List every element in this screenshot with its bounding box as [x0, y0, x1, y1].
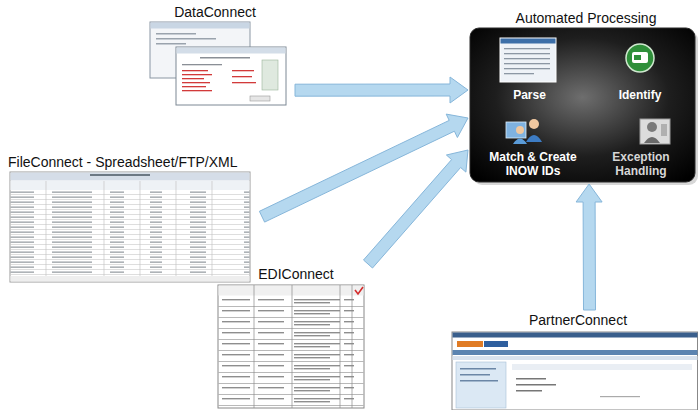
match-icon — [506, 119, 542, 144]
spreadsheet-screenshot-part — [10, 172, 250, 282]
identify-icon-part — [626, 44, 654, 72]
partner-portal-screenshot-part — [512, 364, 692, 370]
partner-portal-screenshot-part — [453, 356, 698, 360]
spreadsheet-screenshot-part — [46, 181, 212, 276]
heading-label: FileConnect - Spreadsheet/FTP/XML — [4, 152, 262, 170]
exception-icon-part — [661, 124, 667, 136]
parse-icon-part — [501, 39, 556, 44]
flow-arrow — [576, 184, 602, 310]
spreadsheet-screenshot-part — [11, 173, 250, 181]
dataconnect-screenshot-part — [151, 23, 250, 29]
processing-panel-shape — [470, 28, 698, 185]
parse-icon-part — [504, 48, 550, 49]
heading-label: EDIConnect — [216, 264, 376, 282]
edi-document-part — [254, 285, 352, 408]
dataconnect-screenshot-part — [182, 78, 204, 79]
partner-portal-screenshot-part — [460, 380, 498, 382]
partner-portal-screenshot-part — [484, 341, 508, 347]
exception-icon-part — [647, 122, 657, 132]
spreadsheet-screenshot — [10, 172, 250, 282]
dataconnect-screenshot-part — [250, 96, 270, 101]
identify-icon-part — [634, 55, 641, 60]
dataconnect-screenshot-part — [176, 47, 286, 105]
partner-portal-screenshot-part — [460, 368, 496, 370]
edi-document-part — [219, 296, 364, 408]
flow-arrow — [259, 114, 468, 222]
source-screenshot: EDIConnect — [216, 264, 376, 408]
parse-icon-part — [504, 73, 534, 74]
edi-document-part — [355, 287, 363, 294]
parse-icon — [500, 38, 556, 82]
dataconnect-screenshot-part — [262, 60, 278, 90]
heading-label: DataConnect — [135, 2, 295, 20]
step-label: Exception Handling — [593, 150, 689, 178]
source-screenshot: PartnerConnect — [450, 310, 698, 410]
exception-icon-part — [644, 137, 660, 143]
partner-portal-screenshot — [452, 332, 698, 410]
dataconnect-screenshot-part — [182, 70, 208, 71]
partner-portal-screenshot-part — [452, 332, 698, 410]
exception-icon — [640, 119, 670, 144]
step-label: Match & Create INOW IDs — [479, 150, 587, 178]
dataconnect-screenshot-part — [177, 48, 286, 54]
step-label: Parse — [513, 88, 546, 102]
step-label: Identify — [619, 88, 662, 102]
exception-icon-part — [640, 119, 670, 144]
partner-portal-screenshot-part — [453, 350, 698, 355]
partner-portal-screenshot-part — [516, 378, 546, 380]
dataconnect-screenshot-part — [200, 57, 250, 59]
match-icon-part — [529, 119, 539, 129]
match-icon-part — [513, 139, 527, 145]
dataconnect-screenshot-part — [156, 43, 186, 45]
dataconnect-screenshot-part — [182, 74, 212, 75]
processing-step: Exception Handling — [590, 116, 692, 182]
processing-panel-shape-part — [470, 28, 695, 182]
source-screenshot: FileConnect - Spreadsheet/FTP/XML — [4, 152, 262, 284]
dataconnect-screenshot-part — [156, 38, 216, 40]
parse-icon-part — [504, 58, 550, 59]
parse-icon-part — [504, 68, 550, 69]
dataconnect-screenshot-part — [232, 82, 256, 83]
flow-arrow — [364, 150, 469, 268]
identify-icon-part — [632, 52, 648, 63]
match-icon-part — [516, 126, 524, 134]
identify-icon — [626, 44, 654, 72]
dataconnect-screenshot-part — [232, 76, 252, 77]
heading-label: Automated Processing — [468, 8, 698, 26]
partner-portal-screenshot-part — [456, 362, 506, 408]
heading-label: PartnerConnect — [450, 310, 698, 328]
dataconnect-screenshot-part — [232, 70, 254, 71]
partner-portal-screenshot-part — [516, 384, 556, 386]
parse-icon-part — [504, 53, 550, 54]
edi-document-part — [218, 285, 364, 408]
processing-step: Match & Create INOW IDs — [476, 116, 590, 182]
processing-step: Identify — [590, 34, 690, 106]
processing-panel: Automated ProcessingParse IdentifyMatch &… — [468, 8, 698, 184]
flow-arrow — [295, 77, 468, 103]
partner-portal-screenshot-part — [457, 341, 483, 347]
match-icon-part — [526, 135, 542, 142]
partner-portal-screenshot-part — [516, 390, 542, 392]
dataconnect-screenshot-part — [182, 64, 222, 65]
processing-step: Parse — [482, 34, 577, 106]
edi-document-part — [219, 286, 364, 296]
source-screenshot: DataConnect — [135, 2, 295, 107]
dataconnect-screenshot-part — [182, 90, 212, 91]
parse-icon-part — [500, 38, 556, 82]
partner-portal-screenshot-part — [600, 396, 640, 397]
dataconnect-screenshot-part — [182, 86, 206, 87]
match-icon-part — [506, 122, 526, 138]
parse-icon-part — [504, 63, 550, 64]
dataconnect-screenshot-part — [182, 82, 210, 83]
partner-portal-screenshot-part — [453, 333, 698, 338]
spreadsheet-screenshot-part — [90, 174, 150, 176]
partner-portal-screenshot-part — [460, 374, 490, 376]
spreadsheet-screenshot-part — [11, 276, 250, 282]
dataconnect-screenshot — [150, 22, 286, 105]
edi-document — [218, 285, 364, 408]
dataconnect-screenshot-part — [156, 33, 196, 35]
